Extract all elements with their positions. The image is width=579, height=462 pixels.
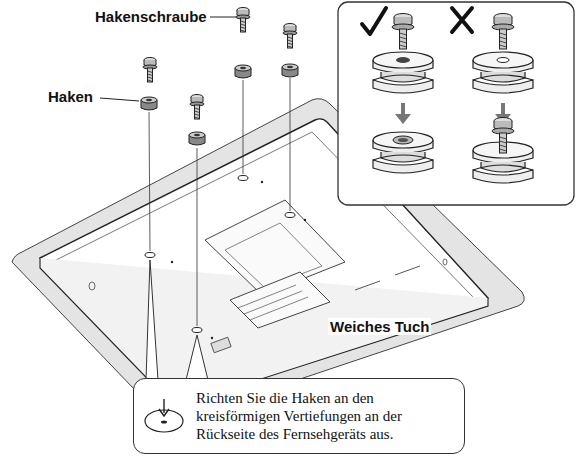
part-label: Hakenschraube <box>93 8 209 25</box>
callout-box: Richten Sie die Haken an den kreisförmig… <box>133 378 465 454</box>
hole-icon <box>142 397 186 437</box>
part-label: Haken <box>46 88 95 105</box>
part-label: Weiches Tuch <box>328 318 431 335</box>
instruction-text: Richten Sie die Haken an den kreisförmig… <box>196 389 454 443</box>
